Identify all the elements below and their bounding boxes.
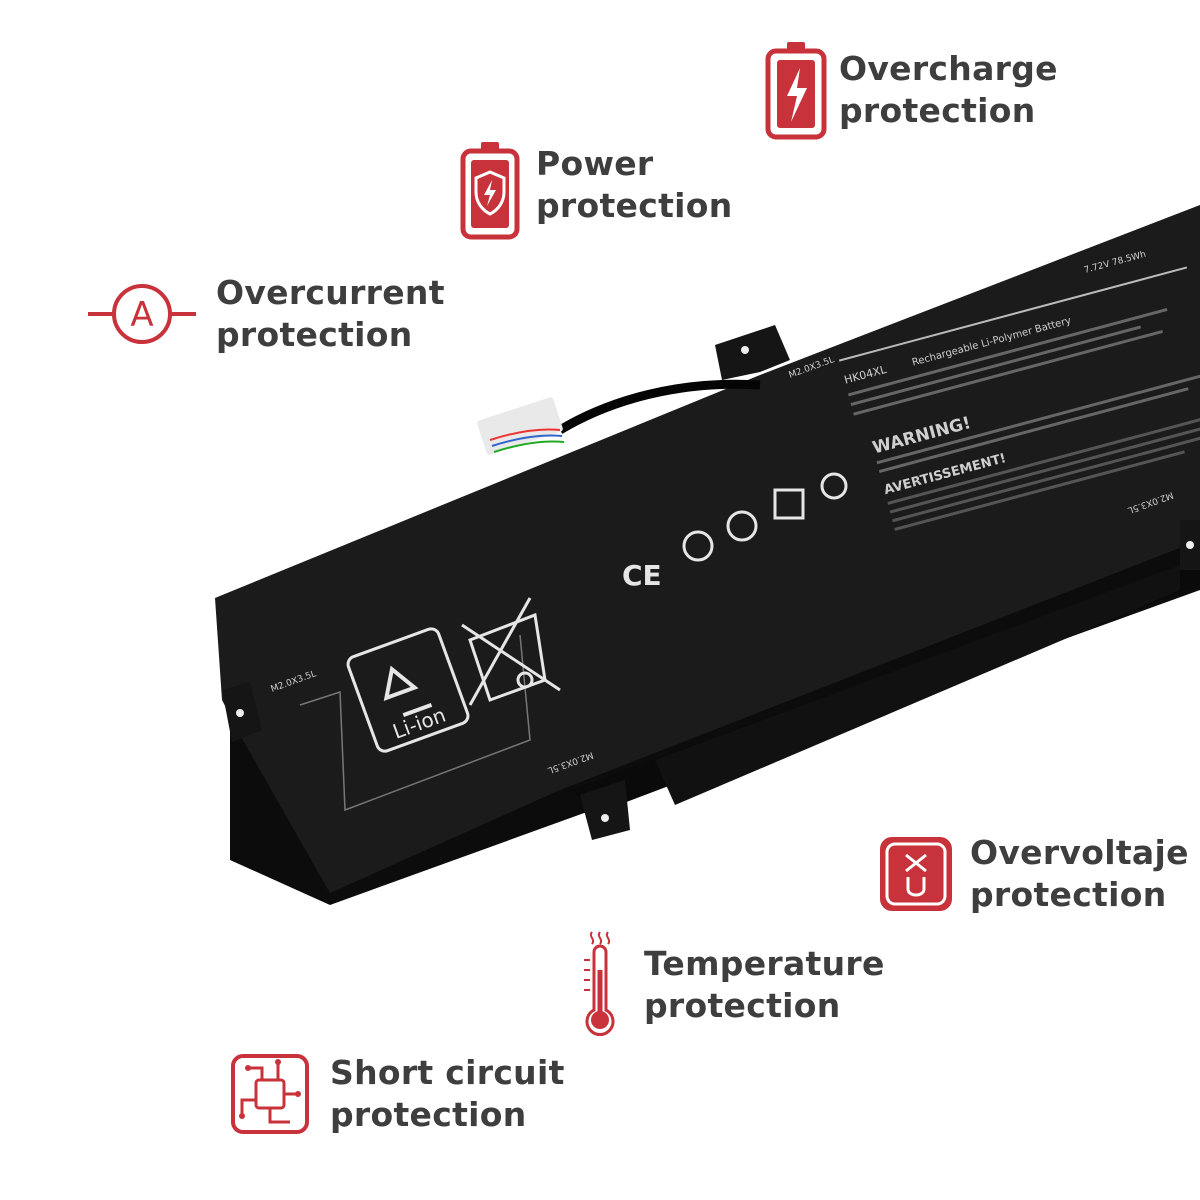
svg-text:A: A bbox=[130, 295, 153, 335]
feature-short-circuit: Short circuit protection bbox=[230, 1050, 565, 1138]
battery-bolt-icon bbox=[765, 42, 827, 140]
thermometer-icon bbox=[584, 931, 615, 1037]
certification-marks: CE bbox=[622, 472, 848, 592]
short-circuit-line1: Short circuit bbox=[330, 1053, 565, 1092]
voltage-icon bbox=[880, 837, 952, 911]
feature-power: Power protection bbox=[460, 140, 733, 240]
feature-temperature: Temperature protection bbox=[578, 930, 885, 1040]
power-line1: Power bbox=[536, 144, 654, 183]
ammeter-icon: A bbox=[88, 284, 196, 344]
feature-overvoltage: Overvoltaje protection bbox=[878, 832, 1189, 916]
feature-overcurrent: A Overcurrent protection bbox=[88, 272, 445, 356]
overcharge-line2: protection bbox=[839, 91, 1036, 130]
crossed-bin-icon bbox=[461, 597, 561, 706]
feature-overcharge: Overcharge protection bbox=[765, 40, 1058, 140]
battery-shield-icon bbox=[460, 142, 520, 240]
overcharge-line1: Overcharge bbox=[839, 49, 1058, 88]
overcurrent-line2: protection bbox=[216, 315, 413, 354]
short-circuit-line2: protection bbox=[330, 1095, 527, 1134]
overvoltage-line1: Overvoltaje bbox=[970, 833, 1189, 872]
overcurrent-line1: Overcurrent bbox=[216, 273, 445, 312]
circuit-chip-icon bbox=[231, 1054, 309, 1134]
overvoltage-line2: protection bbox=[970, 875, 1167, 914]
temperature-line1: Temperature bbox=[644, 944, 885, 983]
temperature-line2: protection bbox=[644, 986, 841, 1025]
power-line2: protection bbox=[536, 186, 733, 225]
svg-text:CE: CE bbox=[622, 559, 662, 592]
